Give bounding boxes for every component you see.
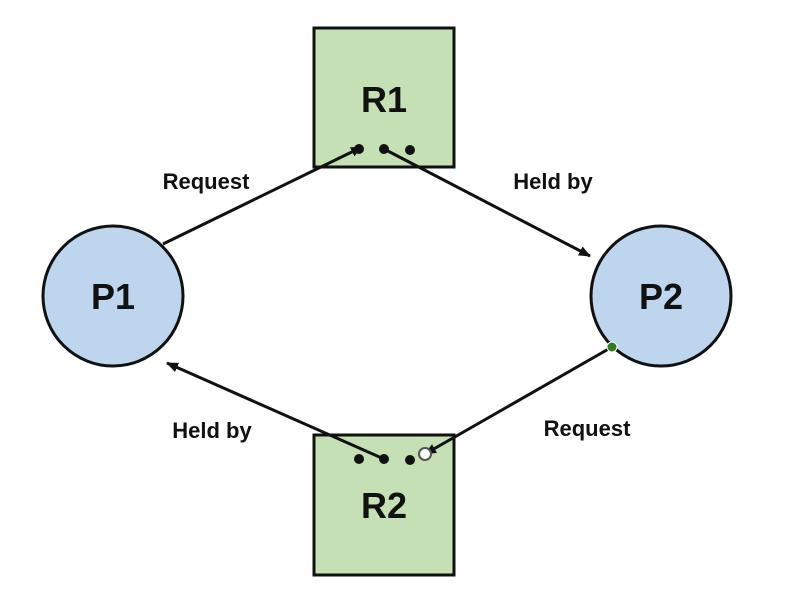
edge-r2-held-by-p1-label: Held by xyxy=(172,418,252,443)
process-p1-circle xyxy=(41,224,185,368)
edge-p2-request-r2-end-point xyxy=(418,447,432,461)
edge-r2-held-by-p1 xyxy=(166,361,385,461)
resource-r1-box xyxy=(312,26,456,169)
edge-p2-request-r2-label: Request xyxy=(544,416,631,441)
process-p1[interactable]: P1 xyxy=(41,224,185,368)
resource-r2-label: R2 xyxy=(361,485,407,526)
process-p2-circle xyxy=(589,224,733,368)
edge-p2-request-r2-start-point xyxy=(606,341,618,353)
edge-r1-held-by-p2-label: Held by xyxy=(513,169,593,194)
resource-r1-label: R1 xyxy=(361,79,407,120)
process-p1-label: P1 xyxy=(91,276,135,317)
edge-r1-held-by-p2 xyxy=(383,147,591,258)
resource-r1-instance-3 xyxy=(405,145,415,155)
resource-r2[interactable]: R2 xyxy=(312,433,456,577)
edge-p1-request-r1 xyxy=(162,145,363,246)
edge-p2-request-r2 xyxy=(424,345,613,456)
process-p2-label: P2 xyxy=(639,276,683,317)
resource-r1[interactable]: R1 xyxy=(312,26,456,169)
process-p2[interactable]: P2 xyxy=(589,224,733,368)
edge-p1-request-r1-label: Request xyxy=(163,169,250,194)
resource-r2-instance-3 xyxy=(405,455,415,465)
resource-r2-instance-1 xyxy=(354,454,364,464)
